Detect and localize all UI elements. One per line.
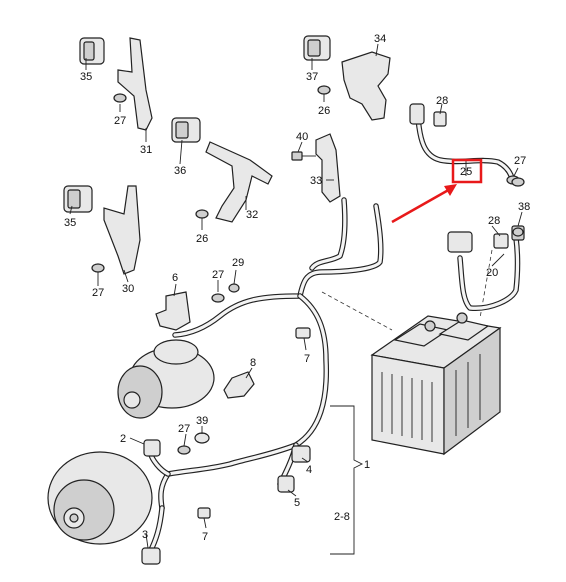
part-25-highlight bbox=[391, 158, 483, 224]
callout-33: 33 bbox=[310, 175, 322, 187]
callout-27-left: 27 bbox=[92, 287, 104, 299]
connector-4 bbox=[291, 445, 311, 463]
stud-29 bbox=[228, 283, 240, 293]
callout-27-right: 27 bbox=[514, 155, 526, 167]
connector-35-top bbox=[79, 37, 105, 65]
bracket-6 bbox=[155, 291, 191, 331]
clip-8 bbox=[223, 371, 255, 399]
callout-36: 36 bbox=[174, 165, 186, 177]
callout-20: 20 bbox=[486, 267, 498, 279]
bracket-30 bbox=[103, 185, 141, 275]
callout-39: 39 bbox=[196, 415, 208, 427]
battery bbox=[370, 312, 502, 456]
cable-tie-7-bottom bbox=[197, 507, 211, 519]
callout-27-lower: 27 bbox=[178, 423, 190, 435]
bracket-34 bbox=[341, 51, 391, 121]
connector-37 bbox=[303, 35, 331, 61]
callout-40: 40 bbox=[296, 131, 308, 143]
callout-6: 6 bbox=[172, 272, 178, 284]
cable-tie-7-top bbox=[295, 327, 311, 339]
battery-cable-20 bbox=[447, 225, 525, 311]
callout-25: 25 bbox=[460, 166, 472, 178]
connector-36 bbox=[171, 117, 201, 143]
callout-28-top: 28 bbox=[436, 95, 448, 107]
leader-lines bbox=[69, 43, 523, 549]
connector-3 bbox=[141, 547, 161, 565]
callout-labels: 34 35 27 31 37 26 28 36 40 33 25 27 32 2… bbox=[64, 33, 530, 543]
callout-29: 29 bbox=[232, 257, 244, 269]
callout-7-top: 7 bbox=[304, 353, 310, 365]
connector-5 bbox=[277, 475, 295, 493]
callout-32: 32 bbox=[246, 209, 258, 221]
callout-35-top: 35 bbox=[80, 71, 92, 83]
callout-26-mid: 26 bbox=[196, 233, 208, 245]
callout-27-center: 27 bbox=[212, 269, 224, 281]
bracket-31 bbox=[117, 37, 153, 131]
callout-26-top: 26 bbox=[318, 105, 330, 117]
terminal-28-top bbox=[433, 111, 447, 127]
callout-30: 30 bbox=[122, 283, 134, 295]
callout-38: 38 bbox=[518, 201, 530, 213]
callout-3: 3 bbox=[142, 529, 148, 541]
callout-1: 1 bbox=[364, 459, 370, 471]
screw-40 bbox=[291, 151, 316, 161]
callout-34: 34 bbox=[374, 33, 386, 45]
callout-35-mid: 35 bbox=[64, 217, 76, 229]
nut-27-small bbox=[91, 93, 525, 455]
callout-2-8: 2-8 bbox=[334, 511, 350, 523]
bracket-33 bbox=[315, 133, 341, 203]
callout-37: 37 bbox=[306, 71, 318, 83]
callout-28-mid: 28 bbox=[488, 215, 500, 227]
connector-2 bbox=[143, 439, 161, 457]
callout-2-top: 2 bbox=[120, 433, 126, 445]
alternator bbox=[47, 451, 153, 545]
callout-27-top: 27 bbox=[114, 115, 126, 127]
callout-8: 8 bbox=[250, 357, 256, 369]
callout-7-bottom: 7 bbox=[202, 531, 208, 543]
grommet-39 bbox=[194, 432, 210, 444]
callout-5: 5 bbox=[294, 497, 300, 509]
clip-38 bbox=[512, 227, 524, 237]
terminal-28-mid bbox=[493, 233, 509, 249]
bracket-32 bbox=[205, 141, 273, 223]
connector-35-mid bbox=[63, 185, 93, 213]
callout-31: 31 bbox=[140, 144, 152, 156]
callout-4: 4 bbox=[306, 464, 312, 476]
starter-motor bbox=[117, 339, 215, 419]
